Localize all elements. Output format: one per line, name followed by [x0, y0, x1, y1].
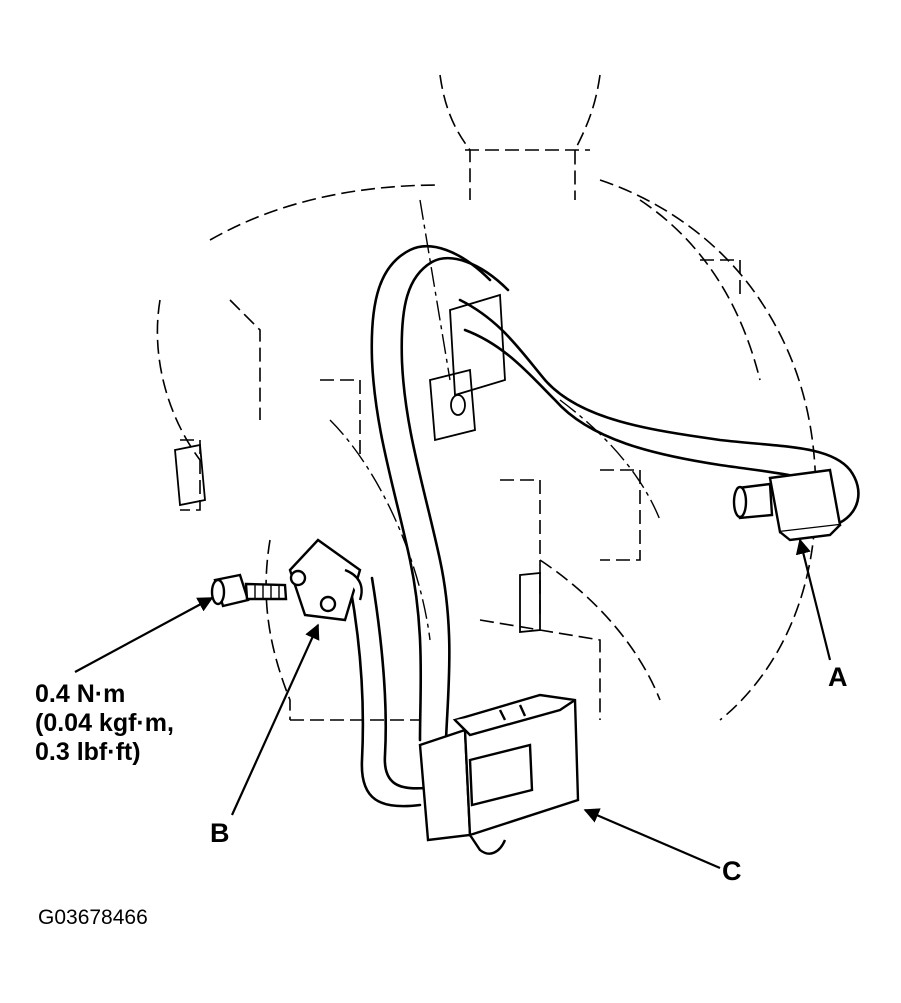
- torque-line-1: 0.4 N·m: [35, 680, 126, 708]
- harness-b: [348, 576, 427, 808]
- torque-line-3: 0.3 lbf·ft): [35, 738, 141, 766]
- callout-a-label: A: [828, 662, 848, 692]
- torque-spec: 0.4 N·m (0.04 kgf·m, 0.3 lbf·ft): [35, 680, 174, 767]
- bracket-shapes: [174, 293, 541, 633]
- bolt: [210, 573, 288, 608]
- leader-torque: [74, 597, 214, 673]
- leader-b: [230, 623, 320, 816]
- callout-c-label: C: [722, 856, 742, 886]
- callout-b-label: B: [210, 818, 230, 848]
- leader-lines: [74, 538, 832, 870]
- harness-a: [370, 245, 860, 742]
- sensor-b: [288, 538, 363, 622]
- figure-code: G03678466: [38, 906, 148, 929]
- center-lines: [329, 199, 661, 641]
- connector-a: [732, 468, 842, 542]
- torque-line-2: (0.04 kgf·m,: [35, 709, 174, 737]
- connector-c: [418, 693, 580, 855]
- leader-c: [583, 808, 721, 870]
- housing-outline: [156, 74, 817, 721]
- leader-a: [795, 538, 832, 661]
